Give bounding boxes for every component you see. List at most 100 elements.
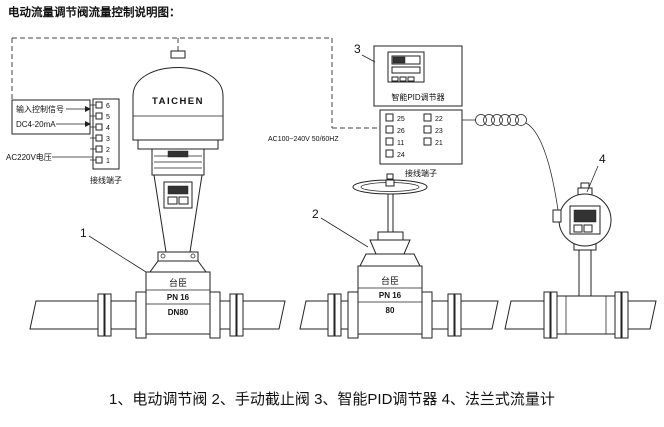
valve-bonnet: [149, 260, 207, 273]
input-signal-panel: 输入控制信号 DC4-20mA AC220V电压: [6, 99, 93, 162]
flange: [543, 291, 551, 339]
pin-number: 4: [106, 125, 110, 132]
cable-connector: [552, 209, 562, 223]
indicator-display: [167, 185, 189, 195]
handwheel-hub: [385, 179, 395, 187]
pin-square: [423, 113, 432, 122]
pid-power-label: AC100~240V 50/60HZ: [268, 136, 339, 143]
pid-button: [407, 76, 415, 82]
flange: [614, 291, 622, 339]
pin-square: [385, 149, 394, 158]
pin-square: [95, 134, 103, 142]
pin-square: [385, 125, 394, 134]
pin-number: 23: [435, 128, 443, 135]
pin-square: [95, 123, 103, 131]
signal-range-label: DC4-20mA: [16, 120, 56, 129]
pin-square: [385, 137, 394, 146]
flange: [621, 291, 629, 339]
signal-panel-box: [11, 99, 91, 135]
meter-body: [556, 295, 616, 335]
valve-power-label: AC220V电压: [6, 152, 52, 162]
meter-button: [573, 224, 583, 233]
pid-terminal-box: [379, 109, 463, 165]
pin-number: 21: [435, 140, 443, 147]
pin-number: 24: [397, 152, 405, 159]
valve2-dn: 80: [386, 306, 395, 315]
yoke: [369, 239, 411, 255]
meter-button: [583, 224, 593, 233]
pid-button: [391, 76, 399, 82]
callout-3-leader: [361, 54, 376, 63]
callout-4-number: 4: [599, 152, 606, 166]
callout-1-leader: [88, 235, 147, 273]
manual-stop-valve: 台臣 PN 16 80: [347, 173, 433, 339]
valve1-brand: 台臣: [169, 277, 187, 288]
flange: [229, 293, 237, 337]
callout-2-number: 2: [312, 207, 319, 221]
pid-terminal-label: 接线端子: [405, 168, 437, 178]
pin-square: [95, 145, 103, 153]
pin-number: 25: [397, 116, 405, 123]
pin-square: [95, 156, 103, 164]
pid-display-1: [391, 55, 421, 65]
callout-4: 4: [586, 152, 606, 193]
flange: [454, 293, 462, 337]
pin-number: 5: [106, 114, 110, 121]
valve2-brand: 台臣: [381, 275, 399, 286]
valve-body: [357, 265, 423, 335]
gland: [377, 231, 404, 241]
pin-square: [423, 137, 432, 146]
pin-number: 2: [106, 147, 110, 154]
flange-flowmeter: [543, 182, 629, 339]
pin-number: 6: [106, 103, 110, 110]
callout-2: 2: [312, 207, 369, 248]
valve-flange-right: [421, 291, 433, 339]
callout-2-leader: [320, 217, 369, 248]
callout-1: 1: [80, 226, 147, 273]
flange: [104, 293, 112, 337]
pin-square: [385, 113, 394, 122]
actuator-cap: [170, 50, 186, 59]
actuator-dome: [132, 67, 224, 141]
pin-square: [423, 125, 432, 134]
callout-3: 3: [354, 42, 376, 63]
transmitter-stem: [578, 245, 592, 297]
pid-display-2: [391, 66, 421, 74]
cable-tail: [525, 122, 559, 211]
connector-plate: [167, 150, 189, 158]
terminal-label: 接线端子: [90, 175, 122, 185]
meter-display: [573, 209, 597, 223]
signal-wiring: [11, 37, 380, 129]
callout-1-number: 1: [80, 226, 87, 240]
pin-square: [95, 101, 103, 109]
packing-flange: [157, 251, 199, 262]
valve-body: [145, 271, 211, 335]
pin-number: 22: [435, 116, 443, 123]
valve-flange-left: [135, 291, 147, 339]
valve-flange-left: [347, 291, 359, 339]
valve-stem: [387, 193, 394, 235]
pin-number: 26: [397, 128, 405, 135]
electric-control-valve: TAICHEN 台臣 PN 16 DN80: [132, 50, 224, 339]
callout-4-leader: [586, 165, 599, 193]
valve-terminal-block: 6 5 4 3 2 1 接线端子: [90, 98, 122, 185]
pin-number: 11: [397, 140, 404, 147]
flange: [447, 293, 455, 337]
pid-name: 智能PID调节器: [391, 92, 444, 102]
input-signal-label: 输入控制信号: [16, 104, 64, 114]
handwheel-nut: [386, 173, 394, 180]
arrow-head-1: [85, 106, 91, 112]
flange: [236, 293, 244, 337]
pid-terminal-block: AC100~240V 50/60HZ 25 26 11 24 22 23 21 …: [268, 109, 463, 178]
valve2-pn: PN 16: [379, 291, 402, 300]
pin-square: [95, 112, 103, 120]
head-knob: [580, 182, 590, 189]
bonnet: [359, 253, 421, 267]
actuator-base: [137, 139, 219, 150]
flange: [334, 293, 342, 337]
pin-number: 1: [106, 158, 110, 165]
flange: [550, 291, 558, 339]
flange: [97, 293, 105, 337]
